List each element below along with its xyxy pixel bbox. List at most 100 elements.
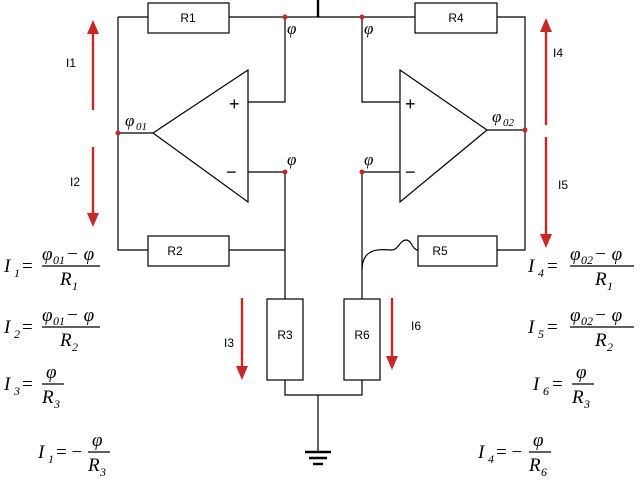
svg-text:φ: φ xyxy=(533,430,544,451)
resistors: R1 R4 R2 R5 R3 R6 xyxy=(147,2,498,381)
svg-text:φ: φ xyxy=(42,244,53,265)
opamp-right: + − xyxy=(399,68,488,204)
opamp-right-plus: + xyxy=(405,94,416,114)
label-r6: R6 xyxy=(354,328,370,342)
svg-text:1: 1 xyxy=(14,266,20,280)
svg-text:02: 02 xyxy=(581,253,593,267)
svg-text:=: = xyxy=(547,317,558,338)
svg-text:R: R xyxy=(87,455,100,476)
svg-text:R: R xyxy=(59,330,72,351)
equation-left-1: I 1 = φ 01 − φ R 1 xyxy=(3,244,100,293)
arrowhead-i5 xyxy=(540,234,552,248)
svg-text:φ: φ xyxy=(46,362,57,383)
svg-text:I: I xyxy=(37,442,46,463)
svg-text:5: 5 xyxy=(538,327,544,341)
svg-text:φ: φ xyxy=(576,362,587,383)
svg-text:2: 2 xyxy=(72,340,78,354)
equation-right-1: I 4 = φ 02 − φ R 1 xyxy=(527,244,634,293)
svg-text:3: 3 xyxy=(13,384,20,398)
label-r2: R2 xyxy=(167,244,183,258)
svg-text:I: I xyxy=(3,256,12,277)
opamp-left-minus: − xyxy=(226,162,237,182)
node-dot-mid-right xyxy=(359,169,365,175)
svg-text:R: R xyxy=(594,269,607,290)
label-i3: I3 xyxy=(224,336,234,350)
label-phi01-sub: 01 xyxy=(136,121,147,133)
current-arrows xyxy=(87,18,552,380)
svg-text:1: 1 xyxy=(72,279,78,293)
wire-left-vertical xyxy=(117,17,148,251)
svg-text:I: I xyxy=(532,374,541,395)
resistor-r4 xyxy=(414,2,498,34)
svg-text:3: 3 xyxy=(53,397,60,411)
label-phi-mid-left: φ xyxy=(287,150,296,169)
svg-text:6: 6 xyxy=(543,384,549,398)
opamp-left: + − xyxy=(151,68,249,204)
label-phi-mid-right: φ xyxy=(364,150,373,169)
wire-bottom-join xyxy=(284,380,363,396)
wire-r5-wavy xyxy=(361,239,419,271)
svg-text:R: R xyxy=(594,330,607,351)
wire-opamp1-plus xyxy=(248,17,286,103)
label-r3: R3 xyxy=(277,328,293,342)
equation-left-3: I 3 = φ R 3 xyxy=(3,362,64,411)
equation-right-2: I 5 = φ 02 − φ R 2 xyxy=(527,305,634,354)
arrowhead-i1 xyxy=(87,20,99,34)
label-i4: I4 xyxy=(553,46,563,60)
svg-text:− φ: − φ xyxy=(66,305,94,326)
label-i1: I1 xyxy=(66,56,76,70)
svg-text:− φ: − φ xyxy=(594,305,622,326)
arrowhead-i6 xyxy=(386,356,398,370)
label-i2: I2 xyxy=(70,175,80,189)
wires xyxy=(117,16,526,452)
svg-text:2: 2 xyxy=(14,327,20,341)
label-r1: R1 xyxy=(180,11,196,25)
node-dot-mid-left xyxy=(282,169,288,175)
svg-text:I: I xyxy=(527,256,536,277)
svg-text:=: = xyxy=(22,374,33,395)
svg-text:I: I xyxy=(3,317,12,338)
svg-text:=: = xyxy=(22,317,33,338)
svg-text:3: 3 xyxy=(583,397,590,411)
node-labels: φ φ φ φ φ 01 φ 02 xyxy=(125,19,515,169)
svg-text:2: 2 xyxy=(607,340,613,354)
svg-text:1: 1 xyxy=(607,279,613,293)
node-dot-top-right xyxy=(359,14,365,20)
svg-text:=: = xyxy=(22,256,33,277)
label-phi02-sub: 02 xyxy=(503,117,515,129)
equation-right-3: I 6 = φ R 3 xyxy=(532,362,594,411)
svg-text:=: = xyxy=(547,256,558,277)
current-labels: I1 I2 I3 I4 I5 I6 xyxy=(66,46,568,350)
opamp-right-body xyxy=(399,68,488,204)
svg-text:3: 3 xyxy=(99,465,106,479)
svg-text:=: = xyxy=(552,374,563,395)
resistor-r6 xyxy=(343,298,381,381)
equation-left-2: I 2 = φ 01 − φ R 2 xyxy=(3,305,100,354)
arrowhead-i4 xyxy=(540,18,552,32)
resistor-r1 xyxy=(147,2,230,34)
svg-text:01: 01 xyxy=(53,314,65,328)
svg-text:02: 02 xyxy=(581,314,593,328)
node-dot-out1 xyxy=(115,130,121,136)
svg-text:4: 4 xyxy=(538,266,544,280)
svg-text:= −: = − xyxy=(56,442,82,463)
svg-text:I: I xyxy=(3,374,12,395)
opamp-right-minus: − xyxy=(405,162,416,182)
node-dots xyxy=(115,14,528,175)
label-phi-top-right: φ xyxy=(364,19,373,38)
svg-text:φ: φ xyxy=(42,305,53,326)
svg-text:R: R xyxy=(59,269,72,290)
ground-symbol xyxy=(305,450,331,466)
svg-text:I: I xyxy=(527,317,536,338)
svg-text:= −: = − xyxy=(496,442,522,463)
label-phi01: φ xyxy=(125,111,134,130)
resistor-r5 xyxy=(417,235,498,267)
arrowhead-i3 xyxy=(236,366,248,380)
label-i5: I5 xyxy=(558,178,568,192)
opamp-left-plus: + xyxy=(229,94,240,114)
svg-text:1: 1 xyxy=(48,452,54,466)
svg-text:− φ: − φ xyxy=(66,244,94,265)
equation-right-4: I 4 = − φ R 6 xyxy=(477,430,551,479)
